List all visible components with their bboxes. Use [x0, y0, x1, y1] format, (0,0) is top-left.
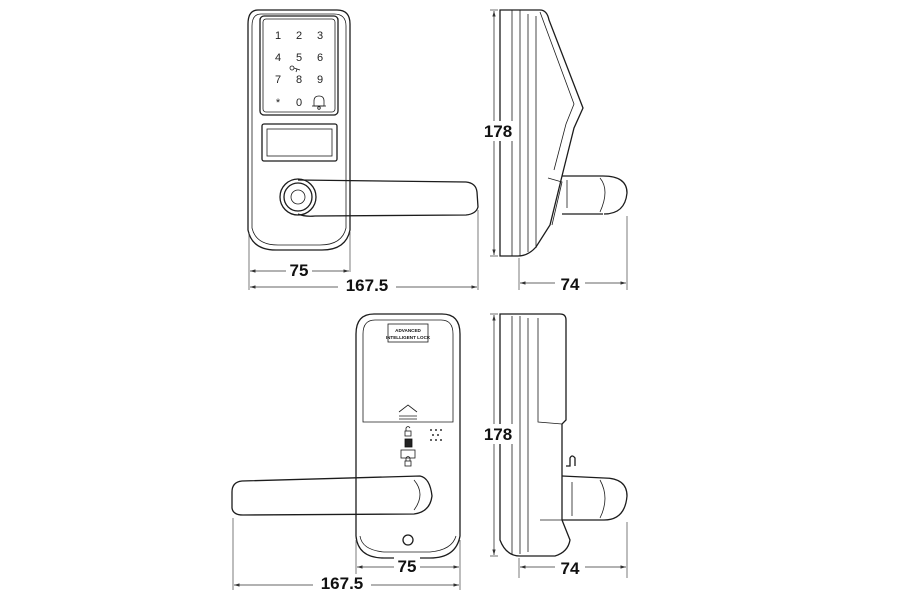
dim-label-total-width: 167.5	[346, 276, 389, 295]
key-2: 2	[296, 30, 302, 42]
doorbell-icon	[312, 95, 326, 110]
keypad-screen	[259, 15, 339, 116]
dim-label-depth-bottom: 74	[561, 559, 580, 578]
side-lever-spindle-bottom	[561, 475, 605, 521]
side-view-bottom: 178 74	[475, 313, 628, 578]
push-cover-icon	[398, 404, 418, 420]
key-star: *	[276, 97, 281, 109]
dim-label-back-total-width: 167.5	[321, 574, 364, 593]
keypad-screen-inner	[262, 18, 336, 113]
front-body-inner-outline	[251, 13, 347, 246]
key-cylinder	[402, 534, 414, 546]
key-1: 1	[275, 30, 281, 42]
key-9: 9	[317, 74, 323, 86]
front-view: 1 2 3 4 5 6 7 8 9 * 0	[247, 9, 479, 295]
side-body-layers	[511, 10, 537, 256]
unlock-padlock-icon	[404, 426, 412, 437]
key-7: 7	[275, 74, 281, 86]
side-neck	[547, 177, 563, 226]
key-0: 0	[296, 97, 302, 109]
dim-label-depth-top: 74	[561, 275, 580, 294]
key-icon	[289, 65, 301, 73]
key-6: 6	[317, 52, 323, 64]
side-body-outline	[499, 9, 584, 257]
brand-label-line2: INTELLIGENT LOCK	[386, 335, 431, 340]
key-3: 3	[317, 30, 323, 42]
privacy-switch-slot	[400, 449, 416, 459]
dim-label-back-body-width: 75	[398, 557, 417, 576]
key-5: 5	[296, 52, 302, 64]
side-lever-end	[602, 175, 628, 215]
back-lever-handle	[231, 475, 433, 516]
front-lever-handle	[297, 179, 479, 217]
side-view-top: 178 74	[475, 9, 628, 294]
speaker-grille-icon	[430, 429, 442, 441]
brand-label-line1: ADVANCED	[395, 328, 421, 333]
battery-cover	[362, 319, 454, 423]
brand-label-box	[387, 323, 429, 343]
lever-hub-ring	[283, 182, 313, 212]
lever-hub-center	[290, 189, 306, 205]
side-lever-end-bottom	[603, 477, 628, 521]
lever-hub-outer	[279, 178, 317, 216]
back-body-outline	[355, 313, 461, 559]
side-lever-spindle	[562, 175, 603, 215]
keypad: 1 2 3 4 5 6 7 8 9 * 0	[275, 30, 326, 110]
dim-label-height-bottom: 178	[484, 425, 512, 444]
privacy-switch-knob	[404, 438, 413, 448]
back-view: ADVANCED INTELLIGENT LOCK	[231, 313, 461, 593]
side-bevel-line	[539, 11, 575, 171]
key-4: 4	[275, 52, 281, 64]
card-reader-panel	[261, 123, 338, 162]
key-8: 8	[296, 74, 302, 86]
card-reader-window	[266, 128, 333, 157]
lock-padlock-icon	[404, 456, 412, 467]
front-body-outline	[247, 9, 351, 251]
dim-label-body-width: 75	[290, 261, 309, 280]
side-body-outline-bottom	[499, 313, 571, 557]
dim-label-height-top: 178	[484, 122, 512, 141]
side-latch-pin	[566, 455, 576, 467]
